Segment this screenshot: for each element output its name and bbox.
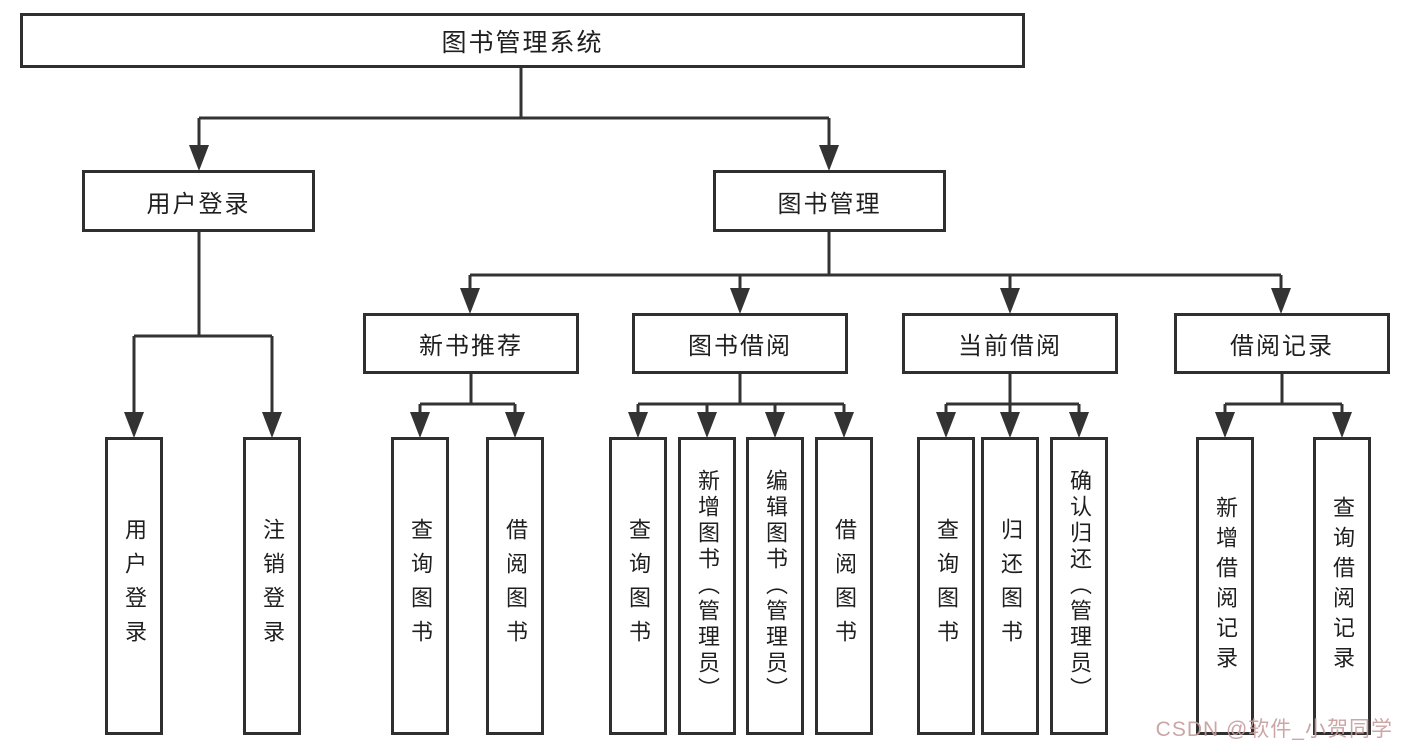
leaf-return-book: 归还图书 [981, 437, 1039, 735]
node-root: 图书管理系统 [20, 13, 1025, 68]
node-user-login: 用户登录 [82, 170, 315, 232]
leaf-query-book-borrow: 查询图书 [609, 437, 667, 735]
leaf-query-book-current: 查询图书 [917, 437, 975, 735]
leaf-edit-book-admin: 编辑图书（管理员） [746, 437, 804, 735]
leaf-borrow-book-recommend: 借阅图书 [486, 437, 544, 735]
arrowhead-icons [124, 145, 1352, 438]
leaf-add-borrow-record: 新增借阅记录 [1196, 437, 1254, 735]
node-new-book-recommend: 新书推荐 [363, 313, 579, 374]
leaf-confirm-return-admin: 确认归还（管理员） [1050, 437, 1108, 735]
csdn-watermark: CSDN @软件_小贺同学 [1155, 718, 1393, 741]
leaf-logout: 注销登录 [243, 437, 301, 735]
leaf-user-login: 用户登录 [105, 437, 163, 735]
node-current-borrow: 当前借阅 [902, 313, 1118, 374]
leaf-borrow-book: 借阅图书 [815, 437, 873, 735]
leaf-query-borrow-record: 查询借阅记录 [1313, 437, 1371, 735]
node-book-borrow: 图书借阅 [632, 313, 848, 374]
leaf-query-book-recommend: 查询图书 [391, 437, 449, 735]
leaf-add-book-admin: 新增图书（管理员） [678, 437, 736, 735]
node-borrow-records: 借阅记录 [1174, 313, 1390, 374]
node-book-management: 图书管理 [713, 170, 946, 232]
